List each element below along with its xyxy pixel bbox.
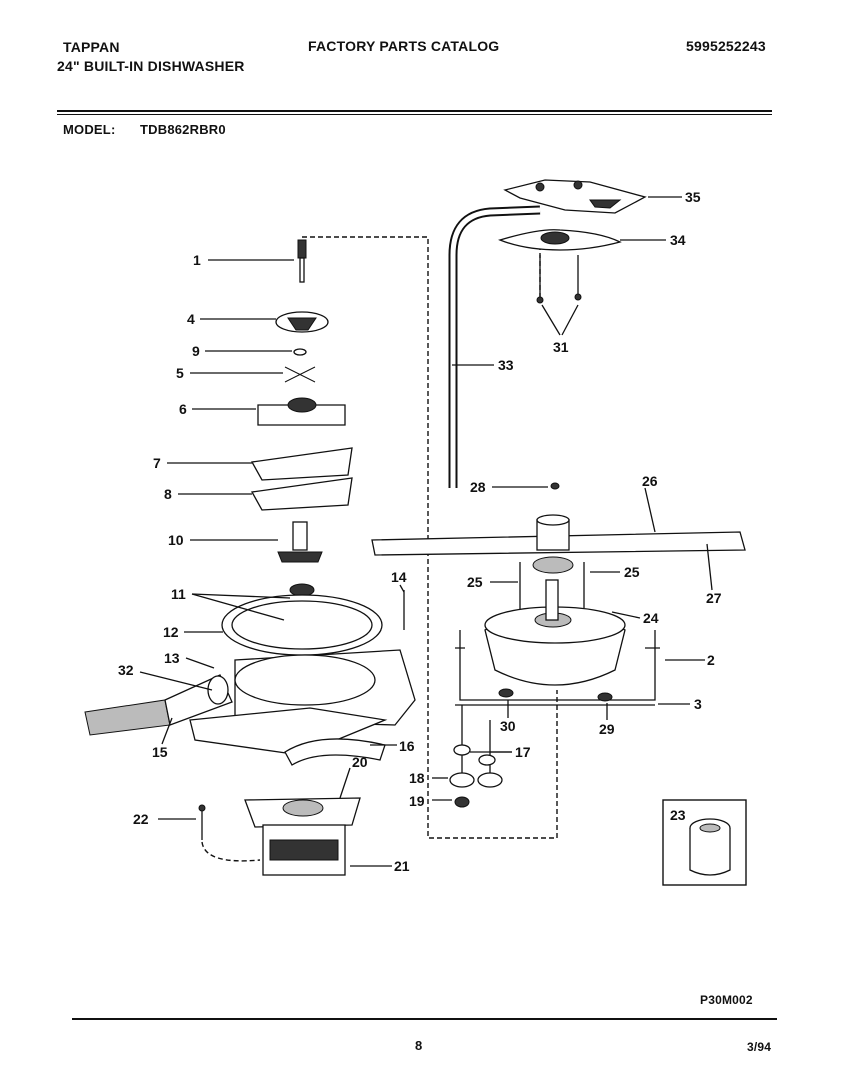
callout-8: 8 — [164, 486, 172, 502]
callout-25-right: 25 — [624, 564, 640, 580]
callout-18: 18 — [409, 770, 425, 786]
part-17-washer-a — [453, 744, 471, 756]
callout-34: 34 — [670, 232, 686, 248]
callout-22: 22 — [133, 811, 149, 827]
brand-name: TAPPAN — [63, 39, 120, 55]
callout-31: 31 — [553, 339, 569, 355]
callout-2: 2 — [707, 652, 715, 668]
callout-16: 16 — [399, 738, 415, 754]
callout-3: 3 — [694, 696, 702, 712]
callout-28: 28 — [470, 479, 486, 495]
part-10-drive-shaft — [277, 521, 323, 563]
part-8-gasket — [250, 477, 353, 511]
part-33-feed-tube — [448, 205, 541, 488]
callout-20: 20 — [352, 754, 368, 770]
callout-15: 15 — [152, 744, 168, 760]
callout-30: 30 — [500, 718, 516, 734]
callout-25-left: 25 — [467, 574, 483, 590]
callout-1: 1 — [193, 252, 201, 268]
callout-10: 10 — [168, 532, 184, 548]
callout-24: 24 — [643, 610, 659, 626]
catalog-part-number: 5995252243 — [686, 38, 766, 54]
part-6-impeller — [257, 397, 346, 426]
part-23-filter-cylinder — [689, 818, 731, 876]
part-5-chopper-blade — [284, 366, 316, 383]
catalog-title: FACTORY PARTS CATALOG — [308, 38, 500, 54]
catalog-date: 3/94 — [747, 1040, 772, 1054]
callout-21: 21 — [394, 858, 410, 874]
callout-11: 11 — [171, 586, 186, 602]
header-rule — [57, 110, 772, 112]
part-20-motor-top — [244, 797, 361, 828]
callout-26: 26 — [642, 473, 658, 489]
part-3-rack-rail — [459, 630, 656, 701]
part-32-clamp — [207, 675, 229, 705]
page-number: 8 — [415, 1038, 423, 1053]
model-value: TDB862RBR0 — [140, 122, 226, 137]
callout-23: 23 — [670, 807, 686, 823]
header-rule-thin — [57, 114, 772, 115]
part-9-o-ring — [293, 348, 307, 356]
part-34-upper-spray-arm — [498, 229, 622, 251]
part-23-inset-box — [662, 799, 747, 886]
part-26-lower-spray-arm — [371, 514, 746, 574]
callout-14: 14 — [391, 569, 407, 585]
footer-rule — [72, 1018, 777, 1020]
part-1-bolt — [297, 239, 307, 283]
part-30-grommet — [498, 688, 514, 698]
part-16-band — [284, 738, 386, 766]
callout-7: 7 — [153, 455, 161, 471]
part-35-mount-bracket — [503, 179, 647, 214]
callout-19: 19 — [409, 793, 425, 809]
callout-12: 12 — [163, 624, 179, 640]
product-name: 24" BUILT-IN DISHWASHER — [57, 58, 245, 74]
part-28-cap — [550, 482, 560, 490]
part-4-impeller-cap — [275, 311, 329, 333]
callout-32: 32 — [118, 662, 134, 678]
dashed-guide-left — [302, 236, 558, 839]
part-16-bracket-plate — [189, 707, 388, 756]
part-7-gasket — [250, 447, 353, 481]
callout-9: 9 — [192, 343, 200, 359]
part-17-washer-b — [478, 754, 496, 766]
part-18-washer-a — [449, 772, 475, 788]
callout-27: 27 — [706, 590, 722, 606]
callout-5: 5 — [176, 365, 184, 381]
part-31-screws — [536, 255, 582, 304]
callout-4: 4 — [187, 311, 195, 327]
part-13-pump-base — [234, 649, 416, 726]
part-18-washer-b — [477, 772, 503, 788]
part-22-screw — [198, 804, 261, 862]
model-label: MODEL: — [63, 122, 116, 137]
leader-lines — [139, 196, 713, 867]
callout-13: 13 — [164, 650, 180, 666]
figure-code: P30M002 — [700, 993, 753, 1007]
part-24-pump-housing — [484, 579, 626, 686]
callout-35: 35 — [685, 189, 701, 205]
part-19-nut — [454, 796, 470, 808]
callout-6: 6 — [179, 401, 187, 417]
callout-29: 29 — [599, 721, 615, 737]
callout-33: 33 — [498, 357, 514, 373]
part-29-grommet — [597, 692, 613, 702]
part-21-motor — [262, 824, 346, 876]
callout-17: 17 — [515, 744, 531, 760]
